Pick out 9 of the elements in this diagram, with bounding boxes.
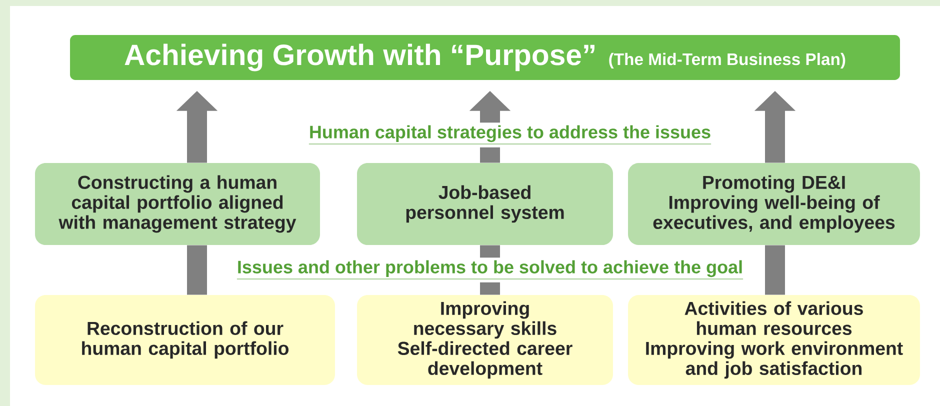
strategy-box: Job-based personnel system xyxy=(357,163,613,245)
issue-box: Activities of various human resources Improving work environment and job satisfaction xyxy=(628,295,920,385)
title-banner: Achieving Growth with “Purpose” (The Mid-Term Business Plan) xyxy=(70,35,900,80)
issue-box: Improving necessary skills Self-directed career development xyxy=(357,295,613,385)
heading-label: Issues and other problems to be solved to achieve the goal xyxy=(234,258,746,282)
strategy-box: Promoting DE&I Improving well-being of executives, and employees xyxy=(628,163,920,245)
issue-box: Reconstruction of our human capital portfolio xyxy=(35,295,335,385)
strategy-box: Constructing a human capital portfolio aligned with management strategy xyxy=(35,163,320,245)
heading-label: Human capital strategies to address the issues xyxy=(306,122,714,148)
